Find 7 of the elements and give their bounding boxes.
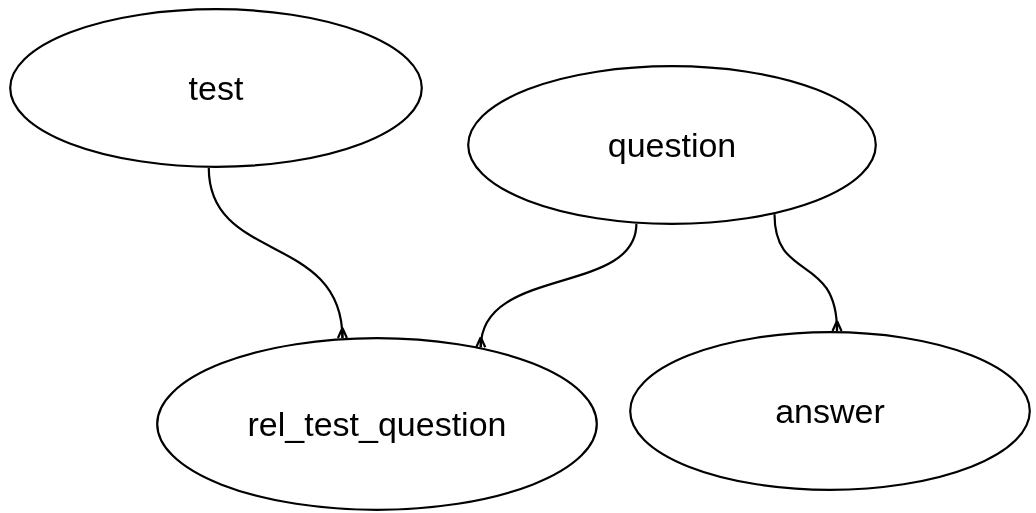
relationship-line [207,167,348,340]
relationship-line [773,214,843,333]
relationship-line [475,223,638,350]
entity-name: question [607,125,737,165]
entity-name: rel_test_question [247,404,507,444]
entity-name: answer [775,391,885,431]
entity-name: test [188,68,244,108]
